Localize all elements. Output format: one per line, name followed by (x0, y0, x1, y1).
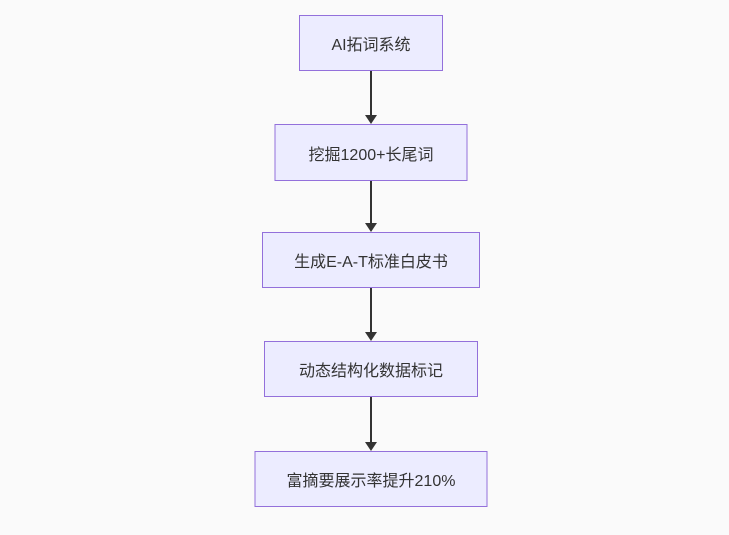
flow-node-ai-word-system: AI拓词系统 (299, 15, 443, 71)
arrowhead-down-icon (365, 442, 377, 451)
edge-connector-4 (365, 397, 377, 451)
edge-line (370, 288, 372, 332)
flow-node-structured-data: 动态结构化数据标记 (264, 341, 478, 397)
edge-line (370, 181, 372, 223)
arrowhead-down-icon (365, 223, 377, 232)
flow-node-longtail-mining: 挖掘1200+长尾词 (274, 124, 468, 181)
flow-node-rich-snippet-result: 富摘要展示率提升210% (254, 451, 488, 507)
edge-connector-1 (365, 71, 377, 124)
edge-line (370, 71, 372, 115)
edge-line (370, 397, 372, 442)
edge-connector-2 (365, 181, 377, 232)
arrowhead-down-icon (365, 332, 377, 341)
arrowhead-down-icon (365, 115, 377, 124)
edge-connector-3 (365, 288, 377, 341)
flow-node-eat-whitepaper: 生成E-A-T标准白皮书 (262, 232, 480, 288)
